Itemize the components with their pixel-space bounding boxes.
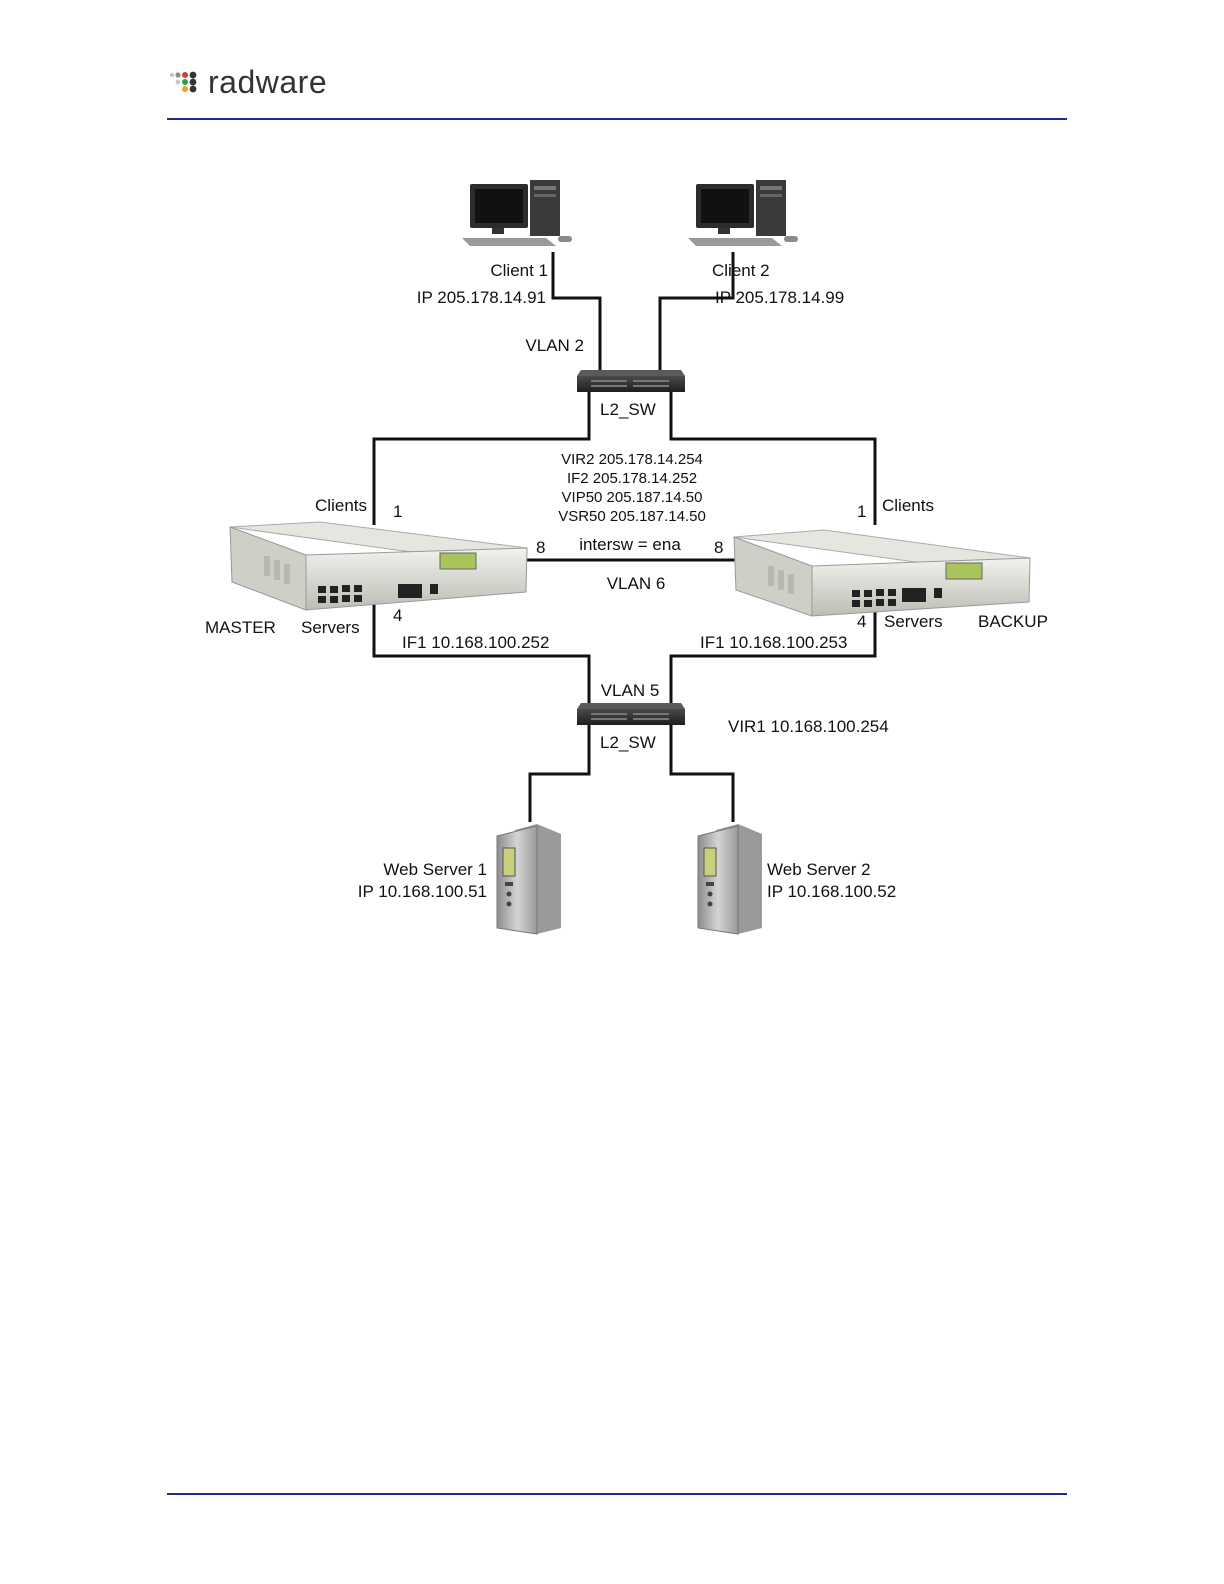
top-switch-icon	[577, 370, 685, 392]
master-servers-label: Servers	[301, 618, 360, 637]
switch-bottom-label: L2_SW	[600, 733, 656, 752]
web-server1-icon	[496, 824, 561, 935]
client2-computer-icon	[688, 180, 798, 246]
master-port-servers: 4	[393, 606, 402, 625]
center-vir2: VIR2 205.178.14.254	[561, 451, 703, 468]
web-server2-icon	[697, 824, 762, 935]
header-rule	[167, 118, 1067, 120]
client1-ip: IP 205.178.14.91	[417, 288, 546, 307]
switch-top-label: L2_SW	[600, 400, 656, 419]
link-switch-server1	[528, 724, 591, 822]
backup-port-clients: 1	[857, 502, 866, 521]
backup-if: IF1 10.168.100.253	[700, 633, 847, 652]
client1-name: Client 1	[490, 261, 548, 280]
center-vsr50: VSR50 205.187.14.50	[558, 508, 706, 525]
brand-name: radware	[208, 63, 328, 100]
vir1-label: VIR1 10.168.100.254	[728, 717, 889, 736]
link-switch-server2	[669, 724, 735, 822]
intersw-label: intersw = ena	[579, 535, 681, 554]
client2-name: Client 2	[712, 261, 770, 280]
link-master-switch	[372, 596, 591, 706]
master-if: IF1 10.168.100.252	[402, 633, 549, 652]
backup-name: BACKUP	[978, 612, 1048, 631]
link-client2-switch	[658, 252, 735, 370]
master-port-clients: 1	[393, 502, 402, 521]
vlan-top-label: VLAN 2	[525, 336, 584, 355]
link-client1-switch	[551, 252, 602, 370]
footer-rule	[167, 1493, 1067, 1495]
radware-logo: radware	[168, 62, 327, 102]
vlan-bottom-label: VLAN 5	[601, 681, 660, 700]
client1-computer-icon	[462, 180, 572, 246]
server2-name: Web Server 2	[767, 860, 871, 879]
backup-clients-label: Clients	[882, 496, 934, 515]
vlan-mid-label: VLAN 6	[607, 574, 666, 593]
server2-ip: IP 10.168.100.52	[767, 882, 896, 901]
link-switch-master	[372, 392, 591, 525]
backup-port-inter: 8	[714, 538, 723, 557]
connection-lines	[372, 252, 877, 822]
backup-servers-label: Servers	[884, 612, 943, 631]
center-vip50: VIP50 205.187.14.50	[562, 489, 703, 506]
master-name: MASTER	[205, 618, 276, 637]
server1-name: Web Server 1	[383, 860, 487, 879]
center-if2: IF2 205.178.14.252	[567, 470, 697, 487]
client2-ip: IP 205.178.14.99	[715, 288, 844, 307]
master-appliance-icon	[229, 521, 528, 611]
server1-ip: IP 10.168.100.51	[358, 882, 487, 901]
logo-dots-icon	[169, 71, 197, 93]
backup-port-servers: 4	[857, 612, 866, 631]
master-clients-label: Clients	[315, 496, 367, 515]
bottom-switch-icon	[577, 703, 685, 725]
link-switch-backup	[669, 392, 877, 525]
backup-appliance-icon	[733, 529, 1031, 617]
link-backup-switch	[669, 612, 877, 706]
master-port-inter: 8	[536, 538, 545, 557]
